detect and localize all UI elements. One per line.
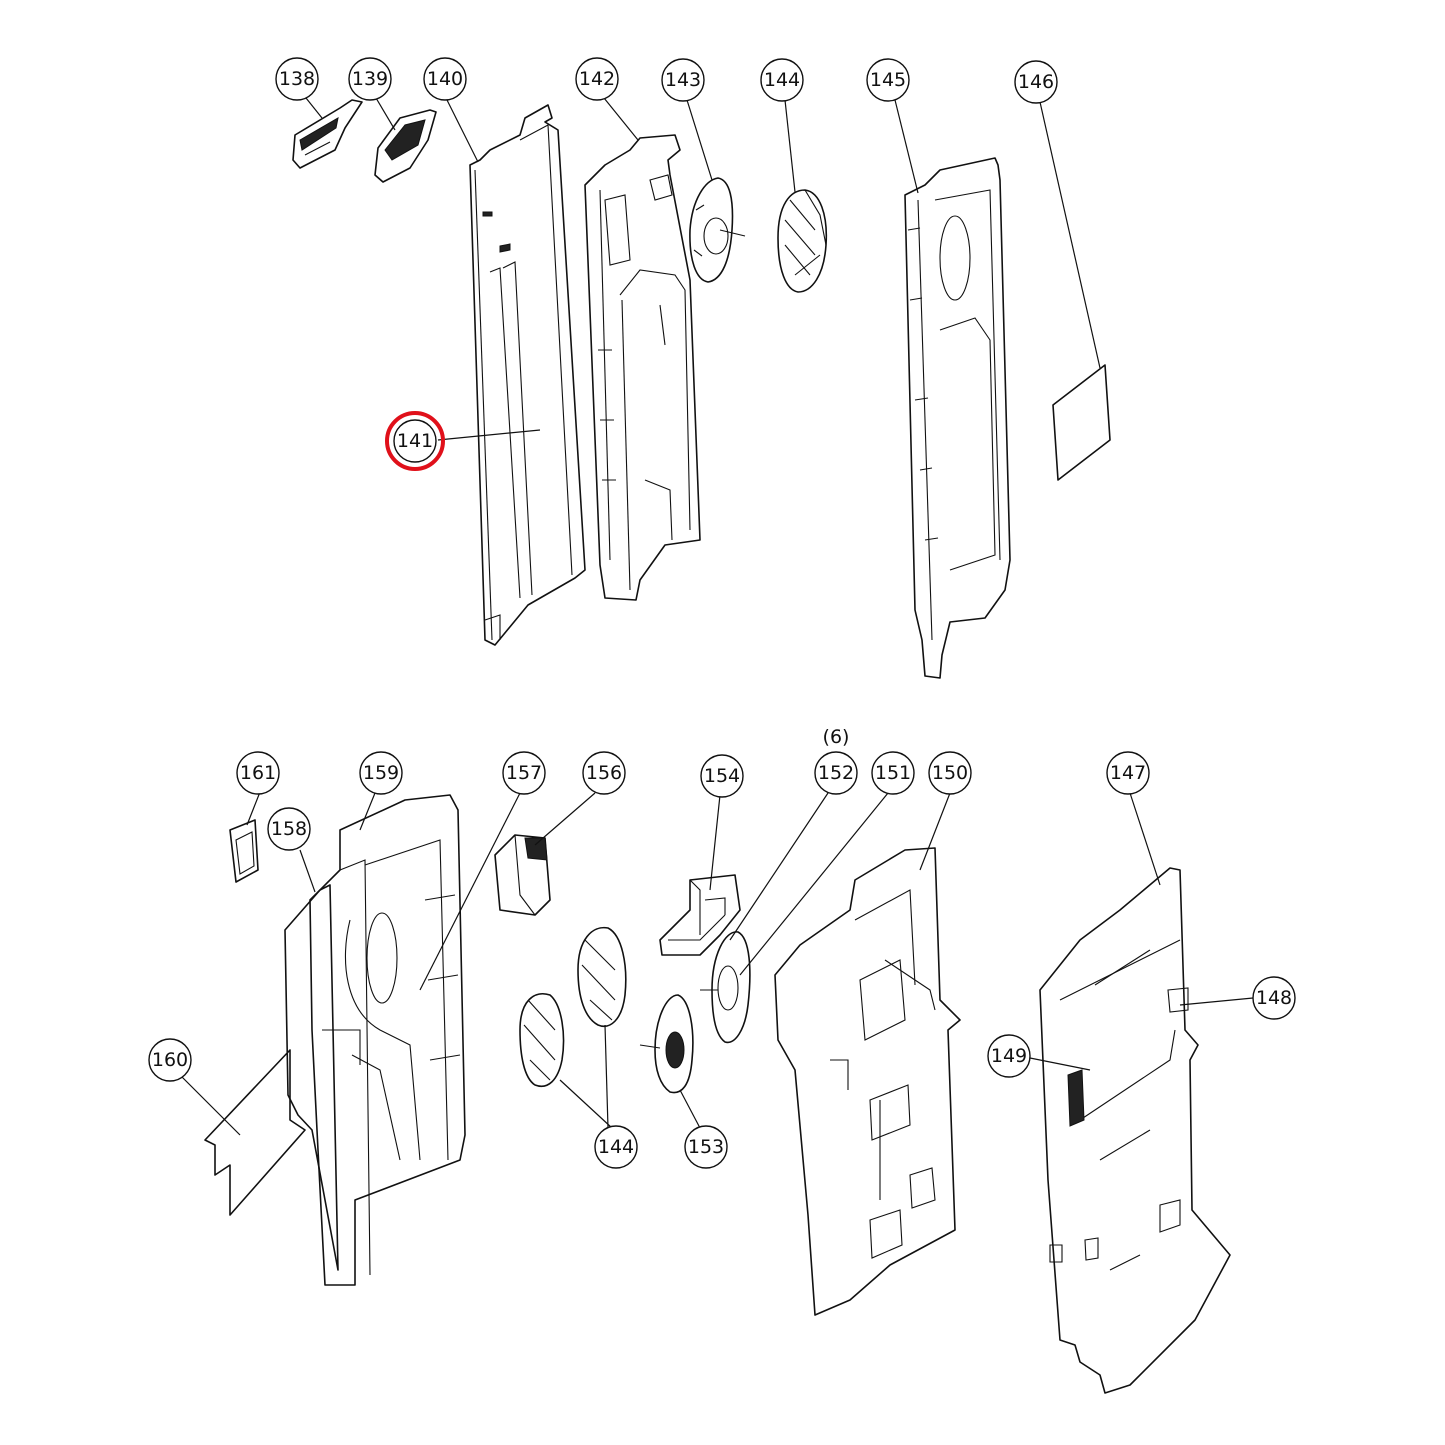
svg-text:152: 152 <box>818 762 854 784</box>
part-142-duct-frame <box>584 134 701 601</box>
callout-146: 146 <box>1014 60 1058 104</box>
callout-148: 148 <box>1252 976 1296 1020</box>
svg-text:160: 160 <box>152 1049 188 1071</box>
svg-text:140: 140 <box>427 68 463 90</box>
svg-text:158: 158 <box>271 818 307 840</box>
callout-156: 156 <box>582 751 626 795</box>
callout-144-top: 144 <box>760 58 804 102</box>
part-139-bracket <box>374 109 437 183</box>
svg-text:147: 147 <box>1110 762 1146 784</box>
callout-138: 138 <box>275 57 319 101</box>
callout-143: 143 <box>661 58 705 102</box>
part-143-motor-plate <box>689 177 746 283</box>
part-144-blower-wheel-right <box>577 926 627 1027</box>
part-150-panel <box>774 847 961 1316</box>
svg-text:144: 144 <box>598 1136 634 1158</box>
part-140-side-panel <box>469 104 586 646</box>
callout-141: 141 <box>385 411 445 471</box>
svg-text:157: 157 <box>506 762 542 784</box>
svg-text:143: 143 <box>665 69 701 91</box>
callout-150: 150 <box>928 751 972 795</box>
svg-text:144: 144 <box>764 69 800 91</box>
part-158-gasket <box>284 884 339 1271</box>
part-159-duct-housing <box>309 794 466 1286</box>
svg-text:161: 161 <box>240 762 276 784</box>
callout-161: 161 <box>236 751 280 795</box>
part-144-blower-wheel-left <box>519 993 565 1087</box>
svg-text:145: 145 <box>870 69 906 91</box>
leader-lines <box>179 97 1254 1136</box>
callout-158: 158 <box>267 807 311 851</box>
part-145-duct-frame <box>904 157 1011 679</box>
svg-text:142: 142 <box>579 68 615 90</box>
svg-text:151: 151 <box>875 762 911 784</box>
callout-144-bottom: 144 <box>594 1125 638 1169</box>
svg-text:153: 153 <box>688 1136 724 1158</box>
callout-145: 145 <box>866 58 910 102</box>
svg-text:141: 141 <box>397 430 433 452</box>
callout-153: 153 <box>684 1125 728 1169</box>
part-156-cover <box>494 834 551 916</box>
part-154-bracket <box>659 874 741 956</box>
svg-text:138: 138 <box>279 68 315 90</box>
callout-151: 151 <box>871 751 915 795</box>
part-144-blower-wheel-top <box>777 189 828 293</box>
callout-157: 157 <box>502 751 546 795</box>
callout-141-highlight-ring <box>385 411 445 471</box>
part-161-bracket <box>229 819 259 883</box>
svg-text:159: 159 <box>363 762 399 784</box>
svg-text:156: 156 <box>586 762 622 784</box>
part-138-bracket <box>292 99 363 169</box>
svg-text:148: 148 <box>1256 987 1292 1009</box>
callout-149: 149 <box>987 1034 1031 1078</box>
callout-154: 154 <box>700 754 744 798</box>
callout-142: 142 <box>575 57 619 101</box>
callout-139: 139 <box>348 57 392 101</box>
part-153-motor-plate <box>639 994 694 1094</box>
part-151-motor-plate <box>700 931 751 1044</box>
part-147-panel <box>1039 867 1231 1394</box>
svg-text:149: 149 <box>991 1045 1027 1067</box>
svg-text:139: 139 <box>352 68 388 90</box>
callout-159: 159 <box>359 751 403 795</box>
callout-140: 140 <box>423 57 467 101</box>
svg-text:154: 154 <box>704 765 740 787</box>
quantity-note: (6) <box>823 726 850 748</box>
svg-text:146: 146 <box>1018 71 1054 93</box>
part-146-sheet <box>1052 364 1111 481</box>
callout-152: (6) 152 <box>814 726 858 795</box>
svg-text:150: 150 <box>932 762 968 784</box>
callout-147: 147 <box>1106 751 1150 795</box>
part-160-sheet <box>204 1049 306 1216</box>
callout-160: 160 <box>148 1038 192 1082</box>
